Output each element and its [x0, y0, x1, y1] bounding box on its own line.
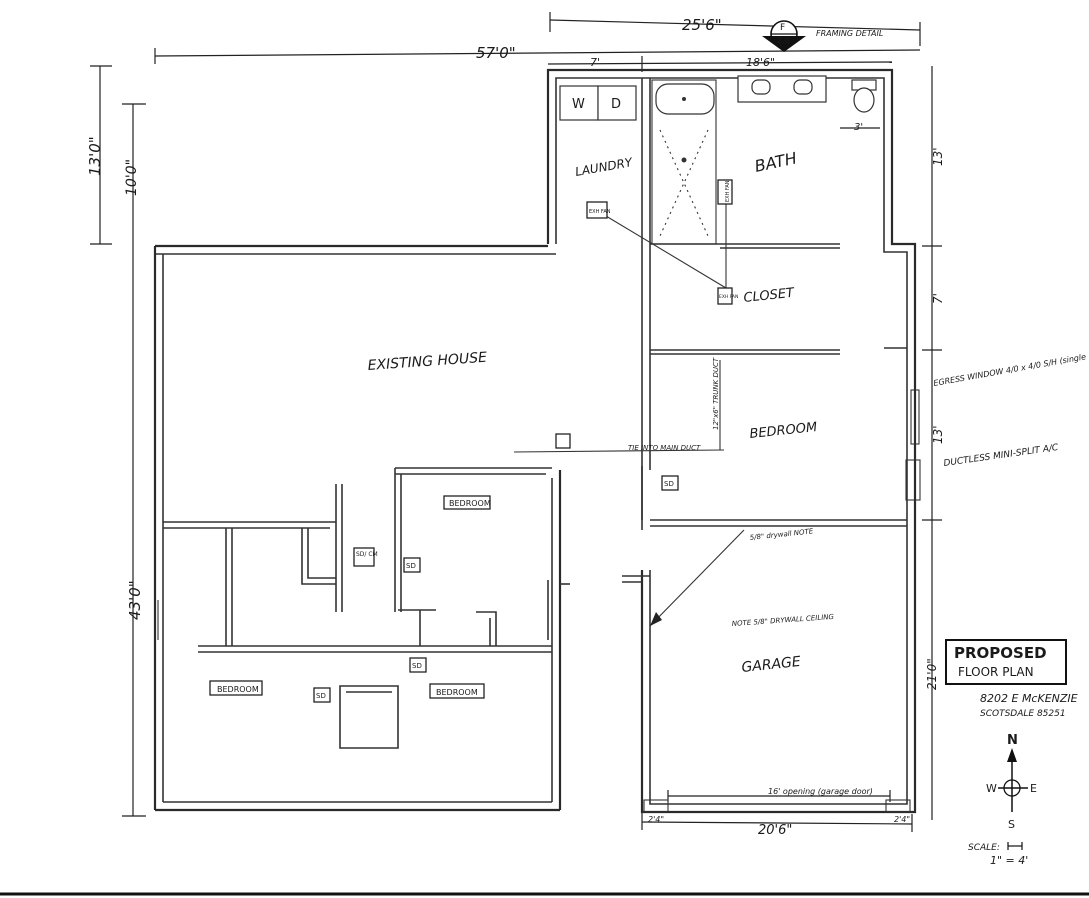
- exhaust-fan-bath: EXH FAN: [725, 180, 731, 202]
- bedroom-tag-2: BEDROOM: [217, 685, 259, 694]
- dim-left-upper: 13'0": [86, 136, 104, 176]
- room-label-bedroom-addition: BEDROOM: [749, 420, 818, 442]
- room-labels: LAUNDRY BATH CLOSET EXISTING HOUSE BEDRO…: [367, 148, 818, 675]
- dim-left-upper-inner: 10'0": [124, 159, 140, 196]
- north-arrow-icon: [1007, 748, 1017, 762]
- dim-bottom-right-jamb: 2'4": [894, 815, 910, 824]
- washer: [559, 85, 599, 121]
- smoke-co-detector: SD/ CM: [356, 551, 378, 558]
- room-label-existing-house: EXISTING HOUSE: [367, 350, 487, 374]
- dim-right-bath: 13': [931, 147, 945, 166]
- bedroom-tag-3: BEDROOM: [436, 688, 478, 697]
- dim-left-lower: 43'0": [126, 580, 144, 620]
- dim-bottom-garage: 20'6": [758, 823, 792, 838]
- sink-icon: [751, 79, 771, 95]
- scale-label: SCALE:: [968, 843, 1000, 853]
- smoke-detector-bedroom: SD: [664, 480, 674, 488]
- dim-bottom-left-jamb: 2'4": [648, 815, 664, 824]
- dim-garage-door: 16' opening (garage door): [768, 787, 873, 796]
- dim-top-bath: 18'6": [746, 56, 775, 69]
- scale-block: SCALE: 1" = 4': [968, 842, 1028, 867]
- dryer: [597, 85, 637, 121]
- washer-label: W: [572, 97, 585, 112]
- drywall-note: 5/8" drywall NOTE: [749, 527, 814, 542]
- ceiling-note: NOTE 5/8" DRYWALL CEILING: [732, 613, 835, 628]
- dim-top-overall: 57'0": [476, 44, 516, 62]
- title-line-1: PROPOSED: [954, 644, 1047, 662]
- vanity: [737, 75, 827, 103]
- dimension-text: 25'6" 57'0" 7' 18'6" 13'0" 10'0" 43'0" 1…: [86, 16, 945, 838]
- title-line-2: FLOOR PLAN: [958, 665, 1034, 679]
- ductless-note: DUCTLESS MINI-SPLIT A/C: [943, 443, 1060, 469]
- room-label-garage: GARAGE: [741, 654, 802, 676]
- walls: [153, 68, 921, 814]
- dim-right-garage: 21'0": [925, 658, 939, 690]
- compass-north: N: [1007, 733, 1018, 748]
- address-line-2: SCOTSDALE 85251: [980, 709, 1066, 719]
- framing-detail-note: FRAMING DETAIL: [816, 29, 883, 38]
- dim-right-closet: 7': [931, 293, 945, 304]
- room-label-closet: CLOSET: [743, 286, 796, 306]
- room-label-laundry: LAUNDRY: [574, 155, 635, 179]
- compass-south: S: [1008, 818, 1015, 831]
- dim-toilet-clearance: 3': [854, 122, 863, 133]
- compass-east: E: [1030, 782, 1037, 795]
- sink-icon: [793, 79, 813, 95]
- bedroom-tag-1: BEDROOM: [449, 499, 491, 508]
- toilet-icon: [853, 87, 875, 113]
- duct-lines: [513, 190, 745, 627]
- dryer-label: D: [611, 97, 621, 112]
- smoke-detector-3: SD: [316, 692, 326, 700]
- egress-window-note: EGRESS WINDOW 4/0 x 4/0 S/H (single hung…: [933, 348, 1089, 388]
- exhaust-fan-closet: EXH FAN: [719, 294, 738, 300]
- address-line-1: 8202 E McKENZIE: [980, 692, 1078, 705]
- framing-detail-marker: F 2.0: [762, 20, 806, 52]
- dim-top-addition: 25'6": [682, 16, 722, 34]
- room-label-bath: BATH: [753, 148, 799, 175]
- duct-vertical-note: 12"x6" TRUNK DUCT: [712, 357, 720, 430]
- fixtures: W D: [559, 75, 877, 237]
- duct-horizontal-note: TIE INTO MAIN DUCT: [628, 444, 701, 452]
- dim-top-laundry: 7': [590, 56, 600, 69]
- exhaust-fan-laundry: EXH FAN: [589, 209, 611, 215]
- bedroom-tags: BEDROOM BEDROOM BEDROOM: [209, 495, 491, 699]
- compass-rose: N S E W: [986, 733, 1037, 831]
- detail-marker-bottom: 2.0: [777, 36, 790, 45]
- dim-right-bedroom: 13': [931, 425, 945, 444]
- compass-west: W: [986, 782, 997, 795]
- title-block: PROPOSED FLOOR PLAN 8202 E McKENZIE SCOT…: [945, 639, 1078, 719]
- detail-marker-top: F: [780, 23, 785, 33]
- smoke-detector-2: SD: [412, 662, 422, 670]
- scale-value: 1" = 4': [990, 854, 1028, 867]
- device-tags: EXH FAN EXH FAN EXH FAN SD SD/ CM SD SD …: [313, 179, 738, 703]
- smoke-detector-1: SD: [406, 562, 416, 570]
